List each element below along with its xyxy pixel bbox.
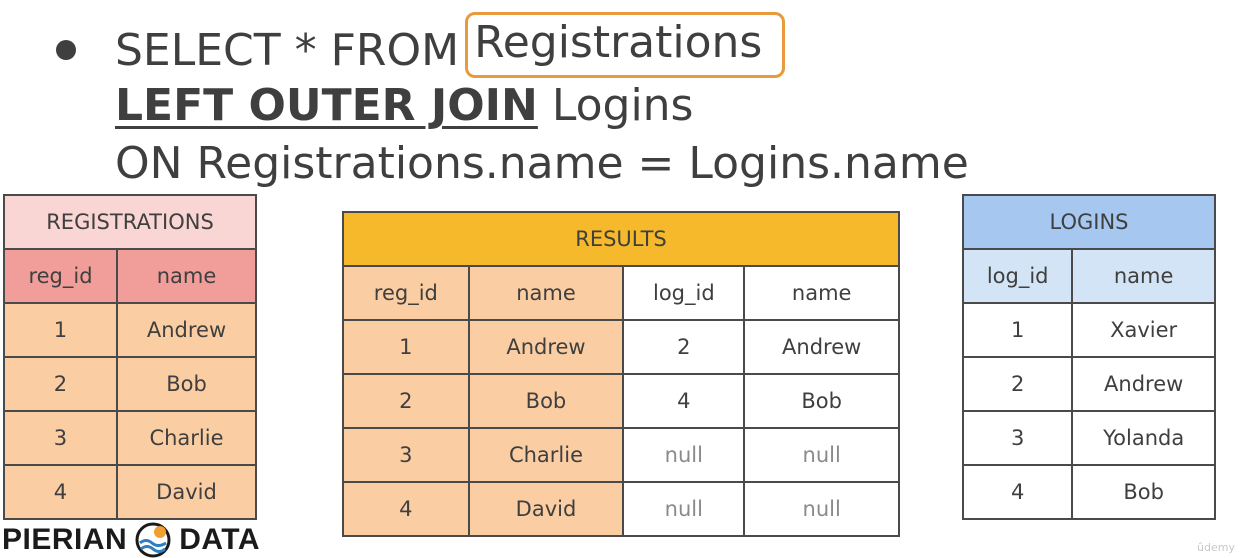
- table-cell: Yolanda: [1071, 410, 1216, 466]
- results-table: RESULTS reg_id name log_id name 1 Andrew…: [342, 211, 900, 537]
- column-header: name: [743, 265, 900, 321]
- table-cell: Andrew: [743, 319, 900, 375]
- table-row: 3 Yolanda: [961, 410, 1216, 466]
- table-cell: 3: [961, 410, 1074, 466]
- table-row: 1 Andrew: [3, 302, 258, 358]
- table-cell: Xavier: [1071, 302, 1216, 358]
- column-header: name: [115, 248, 258, 304]
- table-row: 2 Bob: [3, 356, 258, 412]
- logo-icon: [135, 522, 171, 558]
- table-cell: 1: [3, 302, 118, 358]
- column-header: reg_id: [342, 265, 470, 321]
- table-cell: 1: [961, 302, 1074, 358]
- sql-line-join: LEFT OUTER JOIN Logins: [115, 80, 693, 132]
- sql-join-keyword: LEFT OUTER JOIN: [115, 80, 538, 131]
- table-cell: David: [115, 464, 258, 520]
- bullet-point: [56, 40, 76, 60]
- table-cell: 1: [342, 319, 470, 375]
- udemy-watermark: ûdemy: [1197, 541, 1235, 554]
- table-row: 2 Bob 4 Bob: [342, 373, 900, 429]
- column-header: reg_id: [3, 248, 118, 304]
- column-header: log_id: [961, 248, 1074, 304]
- table-cell: Andrew: [1071, 356, 1216, 412]
- registrations-table: REGISTRATIONS reg_id name 1 Andrew 2 Bob…: [3, 194, 258, 520]
- table-cell: Bob: [1071, 464, 1216, 520]
- table-row: 2 Andrew: [961, 356, 1216, 412]
- column-header: name: [1071, 248, 1216, 304]
- table-cell: 2: [961, 356, 1074, 412]
- table-cell: Bob: [115, 356, 258, 412]
- sql-select-prefix: SELECT * FROM: [115, 25, 460, 76]
- logins-table: LOGINS log_id name 1 Xavier 2 Andrew 3 Y…: [961, 194, 1216, 520]
- null-cell: null: [622, 481, 746, 537]
- logo-text-right: DATA: [179, 523, 261, 556]
- table-cell: Charlie: [115, 410, 258, 466]
- null-cell: null: [743, 481, 900, 537]
- table-cell: 3: [3, 410, 118, 466]
- table-cell: Andrew: [467, 319, 625, 375]
- table-cell: 4: [961, 464, 1074, 520]
- logins-title: LOGINS: [962, 194, 1216, 250]
- table-cell: 2: [3, 356, 118, 412]
- table-cell: 4: [622, 373, 746, 429]
- table-row: 4 David: [3, 464, 258, 520]
- table-cell: David: [467, 481, 625, 537]
- table-cell: 4: [3, 464, 118, 520]
- table-cell: Charlie: [467, 427, 625, 483]
- table-row: 3 Charlie: [3, 410, 258, 466]
- table-cell: 4: [342, 481, 470, 537]
- table-row: 1 Andrew 2 Andrew: [342, 319, 900, 375]
- table-row: 3 Charlie null null: [342, 427, 900, 483]
- table-cell: 2: [342, 373, 470, 429]
- table-cell: Bob: [467, 373, 625, 429]
- logo-text-left: PIERIAN: [2, 523, 128, 556]
- pierian-data-logo: PIERIAN DATA: [2, 522, 260, 558]
- table-cell: Andrew: [115, 302, 258, 358]
- table-cell: 3: [342, 427, 470, 483]
- sql-line-on: ON Registrations.name = Logins.name: [115, 138, 969, 189]
- table-cell: Bob: [743, 373, 900, 429]
- null-cell: null: [622, 427, 746, 483]
- table-row: 4 Bob: [961, 464, 1216, 520]
- results-title: RESULTS: [342, 211, 900, 267]
- table-row: 1 Xavier: [961, 302, 1216, 358]
- sql-join-table: Logins: [551, 80, 694, 131]
- table-row: 4 David null null: [342, 481, 900, 537]
- sql-highlighted-table: Registrations: [465, 12, 786, 78]
- table-cell: 2: [622, 319, 746, 375]
- column-header: name: [467, 265, 625, 321]
- registrations-title: REGISTRATIONS: [3, 194, 257, 250]
- column-header: log_id: [622, 265, 746, 321]
- null-cell: null: [743, 427, 900, 483]
